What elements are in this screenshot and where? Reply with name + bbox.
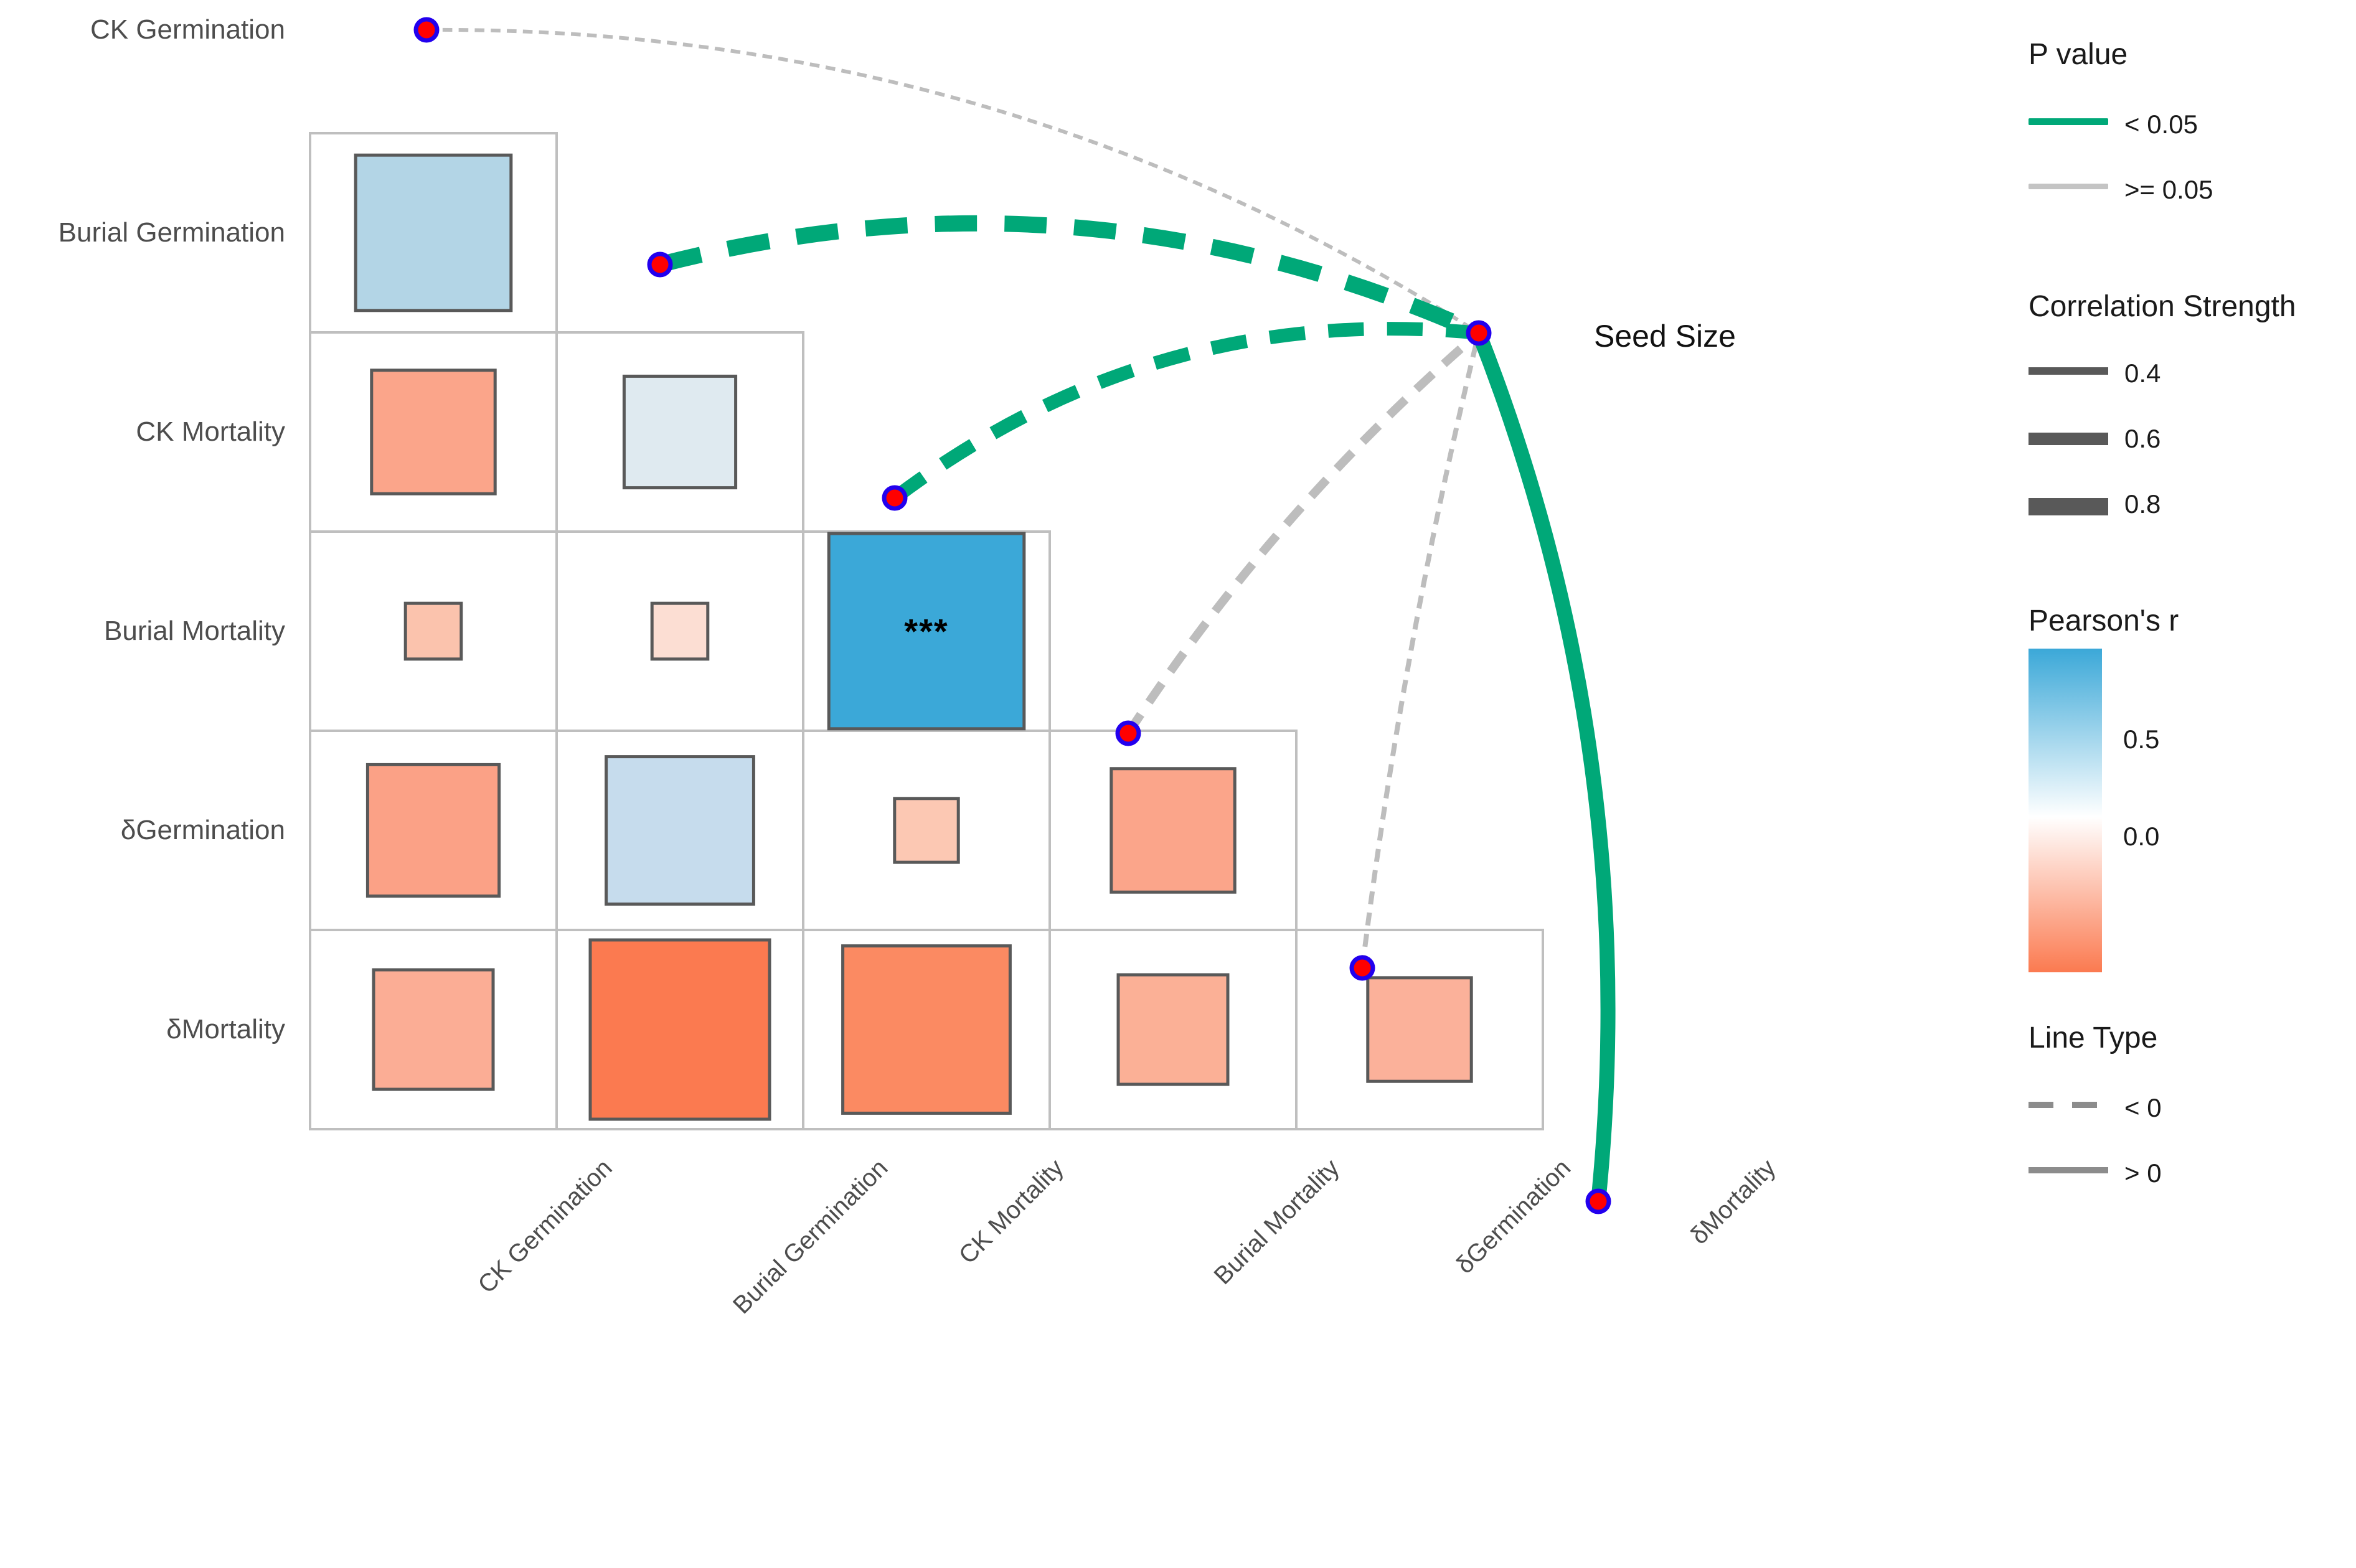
network-node [1349, 955, 1375, 981]
pearson-colorbar-tick-0: 0.5 [2123, 724, 2160, 754]
correlation-square [365, 763, 501, 898]
legend-pvalue-label-0: < 0.05 [2124, 110, 2198, 139]
network-edge [890, 322, 1480, 504]
network-node [1466, 320, 1492, 346]
legend-strength-key-0 [2029, 367, 2108, 375]
legend-strength-label-0: 0.4 [2124, 359, 2161, 388]
row-label: δMortality [166, 1014, 285, 1045]
correlation-square [650, 601, 710, 661]
network-nodes [413, 17, 1611, 1214]
row-label: CK Mortality [136, 416, 285, 447]
network-node [647, 251, 673, 278]
matrix-grid [309, 132, 1544, 1130]
legend-pvalue-label-1: >= 0.05 [2124, 175, 2213, 204]
legend-title-pvalue: P value [2029, 38, 2128, 71]
legend-pvalue-key-0 [2029, 118, 2108, 125]
correlation-square [605, 755, 755, 906]
legend-pvalue-key-1 [2029, 184, 2108, 189]
legend-strength-key-2 [2029, 498, 2108, 515]
correlation-square [1110, 767, 1237, 894]
matrix-cells [354, 153, 1473, 1121]
network-node [1115, 720, 1141, 746]
pearson-colorbar-gradient [2029, 649, 2102, 972]
network-edge [426, 27, 1480, 335]
legend-linetype-label-0: < 0 [2124, 1093, 2162, 1122]
legend-title-strength: Correlation Strength [2029, 290, 2296, 323]
correlation-square [354, 153, 513, 312]
correlation-square [841, 944, 1012, 1115]
network-node [1585, 1188, 1611, 1214]
correlation-square [1116, 973, 1230, 1086]
legend-strength-label-1: 0.6 [2124, 424, 2161, 453]
correlation-square [372, 968, 495, 1091]
correlation-square [622, 374, 738, 490]
correlation-square [370, 369, 497, 495]
legend-strength-key-1 [2029, 433, 2108, 445]
correlation-square [827, 532, 1026, 731]
legend-strength-label-2: 0.8 [2124, 489, 2161, 519]
network-edge [1124, 329, 1482, 736]
matrix-grid-cell [1295, 929, 1544, 1130]
legend-title-pearson: Pearson's r [2029, 604, 2179, 637]
network-edge [1471, 330, 1616, 1203]
legend-linetype-key-0 [2029, 1102, 2108, 1108]
legend-title-linetype: Line Type [2029, 1021, 2158, 1054]
row-label: δGermination [120, 815, 285, 845]
correlation-square [588, 938, 771, 1121]
row-label: Burial Germination [58, 217, 285, 248]
correlation-square [403, 601, 463, 661]
row-label: CK Germination [90, 14, 285, 45]
correlation-square [893, 797, 960, 864]
significance-stars: *** [904, 611, 949, 651]
network-node [882, 485, 908, 511]
pearson-colorbar-tick-1: 0.0 [2123, 821, 2160, 851]
legend-linetype-label-1: > 0 [2124, 1158, 2162, 1188]
network-node [413, 17, 440, 43]
legend-linetype-key-1 [2029, 1167, 2108, 1173]
network-edge [1360, 332, 1481, 969]
network-edge [657, 215, 1482, 340]
correlation-square [1366, 976, 1473, 1083]
network-edges [426, 27, 1616, 1203]
row-label: Burial Mortality [104, 616, 285, 646]
hub-node-label: Seed Size [1594, 319, 1736, 354]
